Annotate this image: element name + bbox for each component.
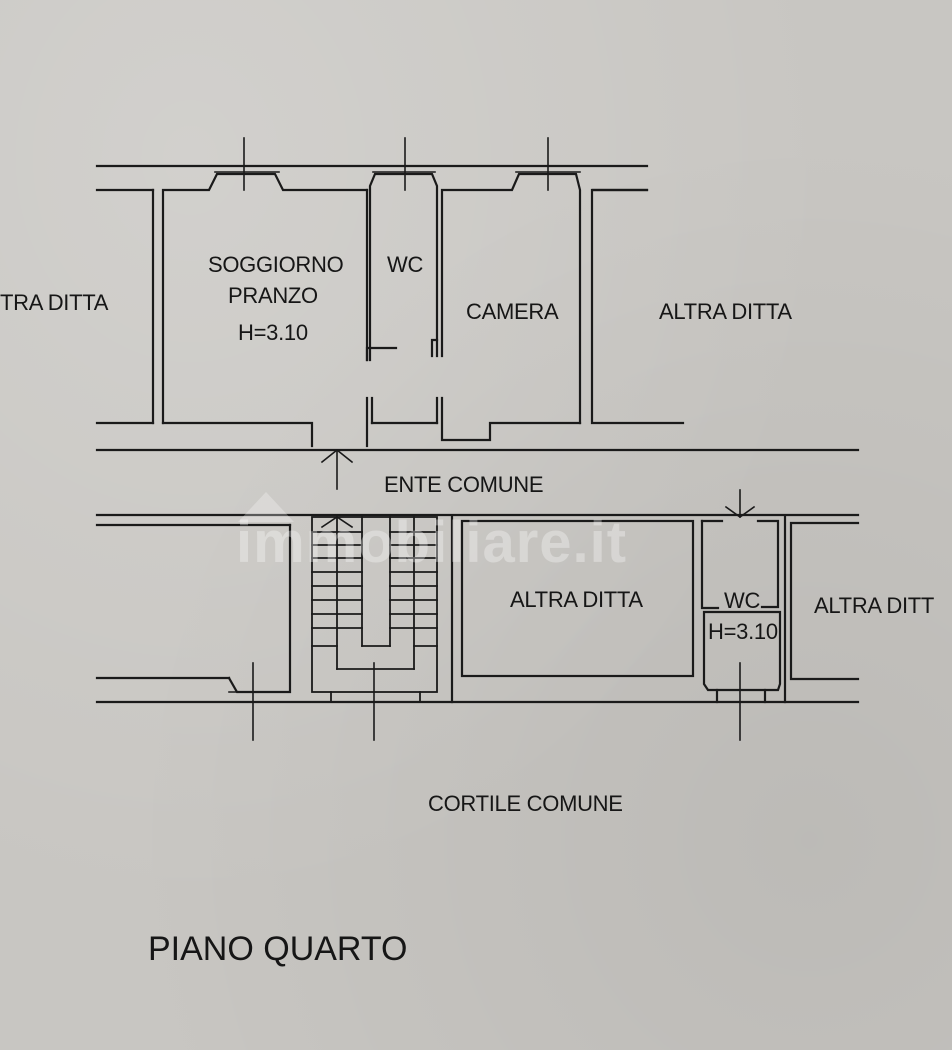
label-altra-ditta-left: TRA DITTA <box>0 290 109 315</box>
label-soggiorno: SOGGIORNO <box>208 252 344 277</box>
upper-exterior-wall <box>95 164 649 192</box>
floor-title: PIANO QUARTO <box>148 930 408 968</box>
label-pranzo: PRANZO <box>228 283 318 308</box>
wc-entrance-arrow-icon <box>724 489 756 518</box>
lower-window-ticks <box>228 662 741 741</box>
right-neighbor-wall <box>590 188 685 425</box>
lower-mid-neighbor-walls <box>450 515 695 704</box>
lower-right-neighbor-walls <box>789 521 860 681</box>
camera-walls <box>440 172 582 442</box>
label-ente-comune: ENTE COMUNE <box>384 472 544 497</box>
watermark-text: immobiliare.it <box>236 510 628 575</box>
entrance-arrow-icon <box>320 448 354 490</box>
watermark-house-icon <box>238 492 294 522</box>
left-neighbor-wall <box>95 188 155 425</box>
upper-window-ticks <box>214 137 581 191</box>
lower-wc-walls <box>700 515 787 704</box>
label-wc-upper: WC <box>387 252 424 277</box>
stair-arrow-icon <box>320 516 354 529</box>
label-camera: CAMERA <box>466 299 559 324</box>
label-wc-lower-height: H=3.10 <box>708 619 778 644</box>
label-wc-lower: WC <box>724 588 761 613</box>
upper-wc-walls <box>365 172 439 448</box>
label-cortile-comune: CORTILE COMUNE <box>428 791 623 816</box>
label-soggiorno-height: H=3.10 <box>238 320 308 345</box>
soggiorno-walls <box>161 172 369 448</box>
label-altra-ditta-lower-mid: ALTRA DITTA <box>510 587 643 612</box>
lower-exterior-wall <box>95 523 860 704</box>
label-altra-ditta-lower-right: ALTRA DITT <box>814 593 935 618</box>
label-altra-ditta-right: ALTRA DITTA <box>659 299 792 324</box>
corridor-walls <box>95 448 860 517</box>
